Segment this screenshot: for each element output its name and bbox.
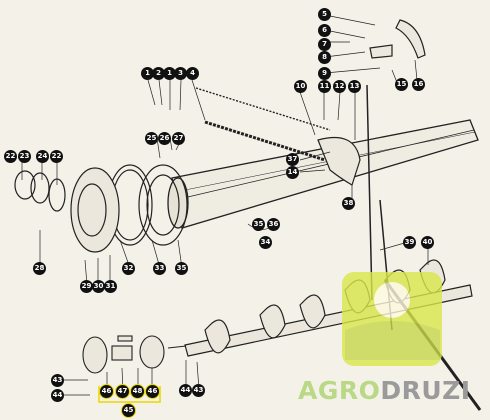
callout-30: 30 <box>92 280 105 293</box>
callout-32: 32 <box>122 262 135 275</box>
callout-10: 10 <box>294 80 307 93</box>
callout-4: 4 <box>186 67 199 80</box>
watermark-text: AGRODRUZI <box>298 376 471 405</box>
callout-38: 38 <box>342 197 355 210</box>
flange-rings <box>14 164 188 253</box>
callout-33: 33 <box>153 262 166 275</box>
callout-11: 11 <box>318 80 331 93</box>
callout-15: 15 <box>395 78 408 91</box>
callout-31: 31 <box>104 280 117 293</box>
callout-1b: 1 <box>163 67 176 80</box>
callout-46b: 46 <box>146 385 159 398</box>
callout-27: 27 <box>172 132 185 145</box>
auger-tube <box>167 119 479 229</box>
callout-48: 48 <box>131 385 144 398</box>
callout-44b: 44 <box>179 384 192 397</box>
callout-1: 1 <box>141 67 154 80</box>
callout-23: 23 <box>18 150 31 163</box>
callout-22b: 22 <box>50 150 63 163</box>
mounting-bracket <box>317 19 426 186</box>
callout-13: 13 <box>348 80 361 93</box>
callout-5: 5 <box>318 8 331 21</box>
callout-43: 43 <box>51 374 64 387</box>
callout-7: 7 <box>318 38 331 51</box>
callout-34: 34 <box>259 236 272 249</box>
callout-25: 25 <box>145 132 158 145</box>
watermark-druzi: DRUZI <box>380 376 471 405</box>
callout-39: 39 <box>403 236 416 249</box>
callout-29: 29 <box>80 280 93 293</box>
callout-37: 37 <box>286 153 299 166</box>
callout-28: 28 <box>33 262 46 275</box>
callout-47: 47 <box>116 385 129 398</box>
callout-2: 2 <box>152 67 165 80</box>
agrodruzi-watermark-logo <box>342 272 442 366</box>
callout-35b: 35 <box>175 262 188 275</box>
callout-16: 16 <box>412 78 425 91</box>
callout-43b: 43 <box>192 384 205 397</box>
callout-9: 9 <box>318 67 331 80</box>
callout-3: 3 <box>174 67 187 80</box>
callout-8: 8 <box>318 51 331 64</box>
callout-24: 24 <box>36 150 49 163</box>
callout-14: 14 <box>286 166 299 179</box>
callout-44: 44 <box>51 389 64 402</box>
callout-35: 35 <box>252 218 265 231</box>
callout-12: 12 <box>333 80 346 93</box>
callout-6: 6 <box>318 24 331 37</box>
watermark-agro: AGRO <box>298 376 381 405</box>
callout-26: 26 <box>158 132 171 145</box>
callout-46: 46 <box>100 385 113 398</box>
callout-22: 22 <box>4 150 17 163</box>
callout-40: 40 <box>421 236 434 249</box>
coupling-parts <box>82 335 187 374</box>
springs <box>195 87 331 162</box>
callout-36: 36 <box>267 218 280 231</box>
callout-45: 45 <box>122 404 135 417</box>
